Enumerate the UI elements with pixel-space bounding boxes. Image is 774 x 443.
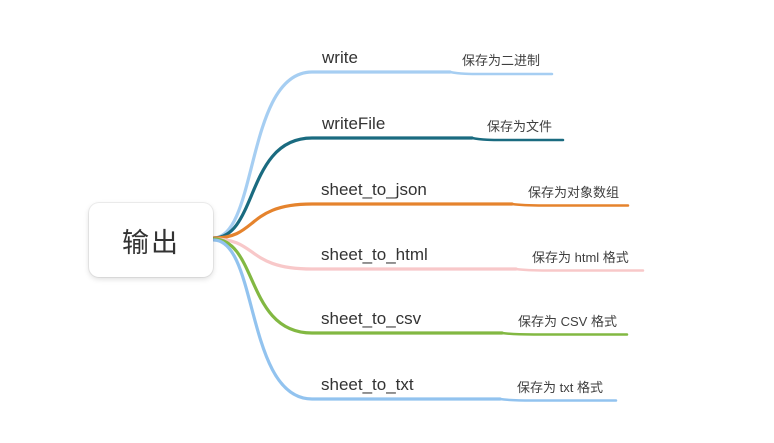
- branch-subline-sheet-to-txt: [498, 397, 618, 402]
- branch-subline-sheet-to-json: [510, 202, 630, 207]
- branch-note-write[interactable]: 保存为二进制: [462, 53, 541, 68]
- branch-line-sheet-to-json: [212, 202, 514, 240]
- branch-subline-write: [448, 70, 554, 76]
- branch-node-sheet-to-csv[interactable]: sheet_to_csv: [321, 309, 422, 328]
- branch-subline-sheet-to-html: [514, 267, 645, 272]
- branch-subline-writefile: [470, 136, 565, 142]
- root-node[interactable]: 输出: [89, 203, 213, 277]
- root-node-label: 输出: [122, 227, 180, 258]
- branch-note-writefile[interactable]: 保存为文件: [487, 119, 553, 134]
- branch-note-sheet-to-html[interactable]: 保存为 html 格式: [532, 250, 629, 265]
- branch-note-sheet-to-txt[interactable]: 保存为 txt 格式: [517, 380, 603, 395]
- branch-node-writefile[interactable]: writeFile: [322, 114, 386, 133]
- branch-line-write: [212, 70, 452, 240]
- branch-node-sheet-to-html[interactable]: sheet_to_html: [321, 245, 428, 264]
- branch-subline-sheet-to-csv: [500, 331, 629, 336]
- branch-note-sheet-to-json[interactable]: 保存为对象数组: [528, 185, 620, 200]
- branch-node-sheet-to-json[interactable]: sheet_to_json: [321, 180, 427, 199]
- branch-node-write[interactable]: write: [322, 48, 358, 67]
- branch-node-sheet-to-txt[interactable]: sheet_to_txt: [321, 375, 414, 394]
- branch-note-sheet-to-csv[interactable]: 保存为 CSV 格式: [518, 314, 617, 329]
